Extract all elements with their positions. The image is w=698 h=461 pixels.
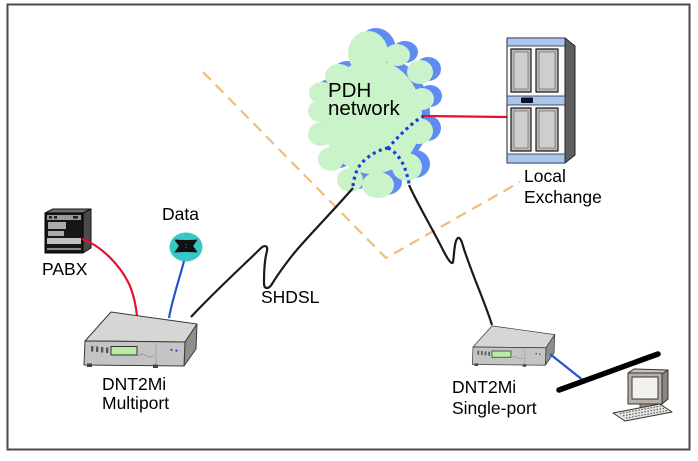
label-pdh-line1: PDH	[328, 79, 371, 102]
label-single-port-line2: Single-port	[452, 398, 537, 418]
desktop-computer-icon	[612, 368, 673, 422]
boundary-dashed-line	[202, 71, 521, 260]
label-data: Data	[162, 204, 199, 224]
label-pdh-line2: network	[328, 97, 401, 120]
shdsl-line-left	[190, 187, 354, 318]
label-pabx: PABX	[42, 259, 88, 279]
data-node-icon	[169, 232, 203, 262]
link-data-multiport	[167, 260, 186, 319]
label-multiport-line1: DNT2Mi	[102, 374, 166, 394]
link-singleport-lan	[549, 353, 585, 382]
cabinet-handle	[521, 97, 533, 103]
pabx-icon	[44, 208, 92, 254]
link-pdh-localexchange	[423, 114, 508, 119]
label-multiport-line2: Multiport	[102, 393, 169, 413]
local-exchange-icon	[506, 37, 576, 164]
pdh-dotted-links	[351, 114, 425, 189]
crossed-arrows-icon	[174, 239, 198, 253]
shdsl-line-right	[407, 184, 494, 326]
cabinet-doors	[510, 48, 559, 152]
monitor-screen	[631, 376, 659, 400]
label-shdsl: SHDSL	[261, 287, 320, 307]
label-local-exchange-line1: Local	[524, 166, 566, 186]
label-single-port-line1: DNT2Mi	[452, 377, 516, 397]
label-local-exchange-line2: Exchange	[524, 187, 602, 207]
lan-segment	[556, 351, 661, 393]
link-pabx-multiport	[81, 237, 139, 317]
